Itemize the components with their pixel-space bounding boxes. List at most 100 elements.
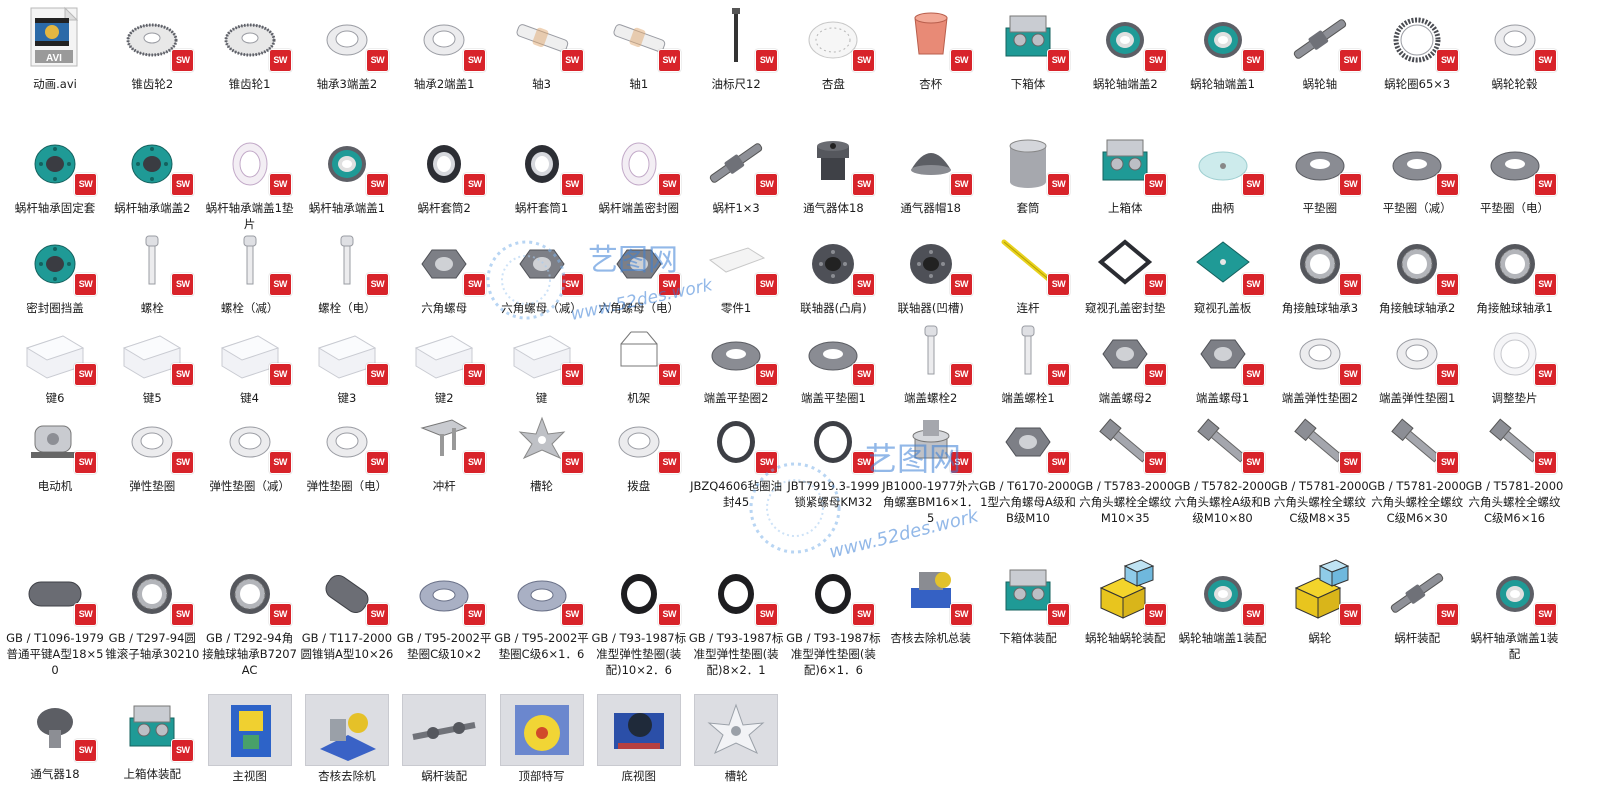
file-item[interactable]: 主视图 xyxy=(201,692,299,784)
file-item[interactable]: 蜗杆装配 xyxy=(395,692,493,784)
file-item[interactable]: 槽轮 xyxy=(687,692,785,784)
file-item[interactable]: 底视图 xyxy=(590,692,688,784)
file-item[interactable]: 顶部特写 xyxy=(493,692,591,784)
file-item[interactable]: 杏核去除机 xyxy=(298,692,396,784)
